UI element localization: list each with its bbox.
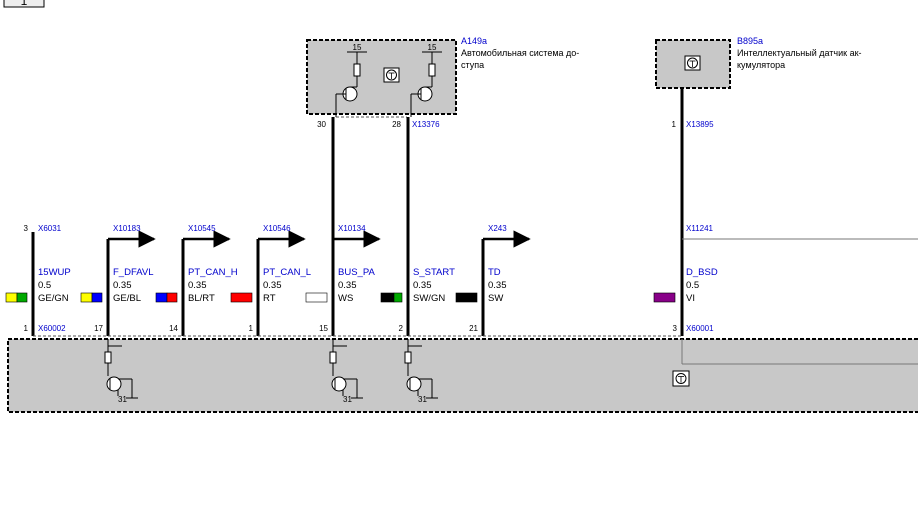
- bottom-pin-pt-can-h: 14: [169, 324, 178, 333]
- size-pt-can-l: 0.35: [263, 280, 282, 291]
- a149a-ecu-icon: [383, 67, 400, 83]
- signal-pt-can-l: PT_CAN_L: [263, 267, 311, 278]
- b895a-connector-x13895[interactable]: X13895: [686, 120, 714, 129]
- signal-d-bsd: D_BSD: [686, 267, 718, 278]
- color-code-d-bsd: VI: [686, 293, 695, 304]
- bottom-pin-d-bsd: 3: [673, 324, 678, 333]
- color-swatch-15wup: [5, 292, 28, 303]
- color-code-15wup: GE/GN: [38, 293, 69, 304]
- size-d-bsd: 0.5: [686, 280, 699, 291]
- bottom-pins: 1 X60002 17 14 1 15 2 21 3 X60001: [24, 324, 715, 333]
- wire-d-bsd[interactable]: [680, 88, 918, 336]
- signal-f-dfavl: F_DFAVL: [113, 267, 153, 278]
- page-marker: 1: [3, 0, 45, 8]
- ground-label-3: 31: [418, 395, 427, 404]
- color-swatch-pt-can-l: [230, 292, 253, 303]
- page-marker-text: 1: [21, 0, 28, 8]
- ground-label-1: 31: [118, 395, 127, 404]
- module-b895a[interactable]: [655, 39, 731, 89]
- wire-pt-can-h[interactable]: [181, 230, 231, 336]
- connector-x10134[interactable]: X10134: [338, 224, 366, 233]
- size-bus-pa: 0.35: [338, 280, 357, 291]
- color-code-td: SW: [488, 293, 503, 304]
- a149a-pin-15-right: 15: [428, 43, 437, 52]
- color-code-s-start: SW/GN: [413, 293, 445, 304]
- signal-15wup: 15WUP: [38, 267, 71, 278]
- wire-pt-can-l[interactable]: [256, 230, 306, 336]
- color-swatch-bus-pa: [305, 292, 328, 303]
- color-code-f-dfavl: GE/BL: [113, 293, 141, 304]
- a149a-connector-x13376[interactable]: X13376: [412, 120, 440, 129]
- ground-label-2: 31: [343, 395, 352, 404]
- color-code-bus-pa: WS: [338, 293, 353, 304]
- b895a-desc-line1: Интеллектуальный датчик ак-: [737, 48, 862, 58]
- bottom-pin-f-dfavl: 17: [94, 324, 103, 333]
- signal-td: TD: [488, 267, 501, 278]
- bottom-pin-bus-pa: 15: [319, 324, 328, 333]
- color-swatch-s-start: [380, 292, 403, 303]
- b895a-pin-1: 1: [672, 120, 677, 129]
- connector-x60001[interactable]: X60001: [686, 324, 714, 333]
- color-code-pt-can-l: RT: [263, 293, 276, 304]
- wire-15wup-top-pin: 3: [24, 224, 29, 233]
- a149a-pin-28: 28: [392, 120, 401, 129]
- a149a-desc-line1: Автомобильная система до-: [461, 48, 579, 58]
- size-s-start: 0.35: [413, 280, 432, 291]
- a149a-id: A149a: [461, 36, 487, 46]
- size-15wup: 0.5: [38, 280, 51, 291]
- b895a-id: B895a: [737, 36, 763, 46]
- wire-bus-pa[interactable]: [331, 117, 381, 336]
- a149a-pin-15-left: 15: [353, 43, 362, 52]
- bottom-pin-td: 21: [469, 324, 478, 333]
- module-a149a[interactable]: 15 15: [306, 39, 457, 117]
- bottom-pin-15wup: 1: [24, 324, 29, 333]
- bottom-pin-s-start: 2: [399, 324, 404, 333]
- a149a-desc-line2: ступа: [461, 60, 484, 70]
- a149a-pin-30: 30: [317, 120, 326, 129]
- color-swatch-f-dfavl: [80, 292, 103, 303]
- size-td: 0.35: [488, 280, 507, 291]
- signal-bus-pa: BUS_PA: [338, 267, 375, 278]
- connector-x6031[interactable]: X6031: [38, 224, 62, 233]
- size-f-dfavl: 0.35: [113, 280, 132, 291]
- bottom-internal-circuits: [104, 339, 918, 399]
- size-pt-can-h: 0.35: [188, 280, 207, 291]
- module-bottom[interactable]: [7, 338, 918, 413]
- wire-td[interactable]: [481, 230, 531, 336]
- color-swatch-d-bsd: [653, 292, 676, 303]
- wire-f-dfavl[interactable]: [106, 230, 156, 336]
- connector-x10545[interactable]: X10545: [188, 224, 216, 233]
- b895a-desc-line2: кумулятора: [737, 60, 785, 70]
- wire-annotations: 15WUP 0.5 GE/GN F_DFAVL 0.35 GE/BL PT_CA…: [5, 267, 718, 304]
- connector-x243[interactable]: X243: [488, 224, 507, 233]
- color-swatch-pt-can-h: [155, 292, 178, 303]
- b895a-sensor-icon: [684, 55, 701, 71]
- connector-x11241[interactable]: X11241: [686, 224, 714, 233]
- bottom-pin-pt-can-l: 1: [249, 324, 254, 333]
- bottom-ecu-icon: [672, 370, 690, 387]
- signal-s-start: S_START: [413, 267, 455, 278]
- connector-x10546[interactable]: X10546: [263, 224, 291, 233]
- connector-x10183[interactable]: X10183: [113, 224, 141, 233]
- color-code-pt-can-h: BL/RT: [188, 293, 215, 304]
- a149a-internal-circuit: [335, 51, 442, 117]
- signal-pt-can-h: PT_CAN_H: [188, 267, 238, 278]
- color-swatch-td: [455, 292, 478, 303]
- connector-x60002[interactable]: X60002: [38, 324, 66, 333]
